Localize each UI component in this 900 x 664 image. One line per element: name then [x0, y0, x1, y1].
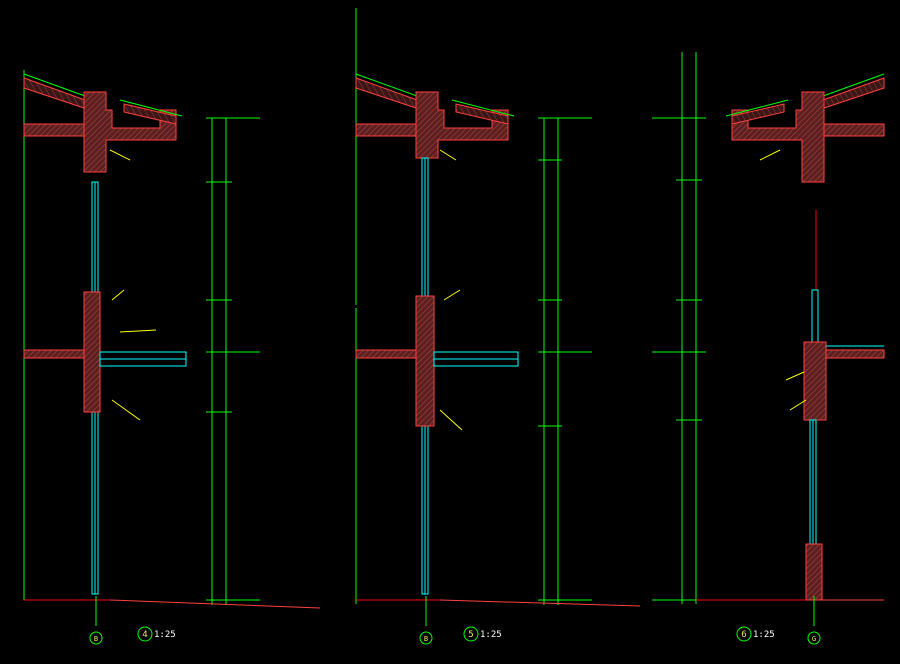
glass-upper-6 — [811, 289, 819, 343]
detail-number-4: 4 — [142, 630, 147, 640]
mid-slab-5 — [355, 349, 417, 359]
detail-bubble-6 — [736, 626, 752, 642]
mid-wall-6 — [803, 341, 827, 421]
detail-number-6: 6 — [741, 630, 746, 640]
detail-number-5: 5 — [468, 630, 473, 640]
detail-scale-4: 1:25 — [154, 630, 176, 640]
mid-wall-4 — [83, 291, 101, 413]
detail-bubble-4 — [137, 626, 153, 642]
eave-beam-5 — [415, 91, 509, 159]
detail-scale-6: 1:25 — [753, 630, 775, 640]
top-slab-5 — [355, 123, 417, 137]
axis-label-6: G — [812, 635, 816, 643]
axis-label-5: B — [424, 635, 428, 643]
top-slab-4 — [23, 123, 85, 137]
axis-bubble-5 — [419, 631, 433, 645]
detail-scale-5: 1:25 — [480, 630, 502, 640]
detail-5: B 5 1:25 — [355, 8, 641, 645]
axis-bubble-6 — [807, 631, 821, 645]
mid-wall-5 — [415, 295, 435, 427]
detail-4: B 4 1:25 — [23, 70, 321, 645]
axis-bubble-4 — [89, 631, 103, 645]
axis-label-4: B — [94, 635, 98, 643]
top-slab-6 — [823, 123, 885, 137]
detail-6: G 6 1:25 — [652, 52, 885, 645]
mid-slab-4 — [23, 349, 85, 359]
detail-bubble-5 — [463, 626, 479, 642]
mid-slab-6 — [825, 349, 885, 359]
base-wall-6 — [805, 543, 823, 601]
